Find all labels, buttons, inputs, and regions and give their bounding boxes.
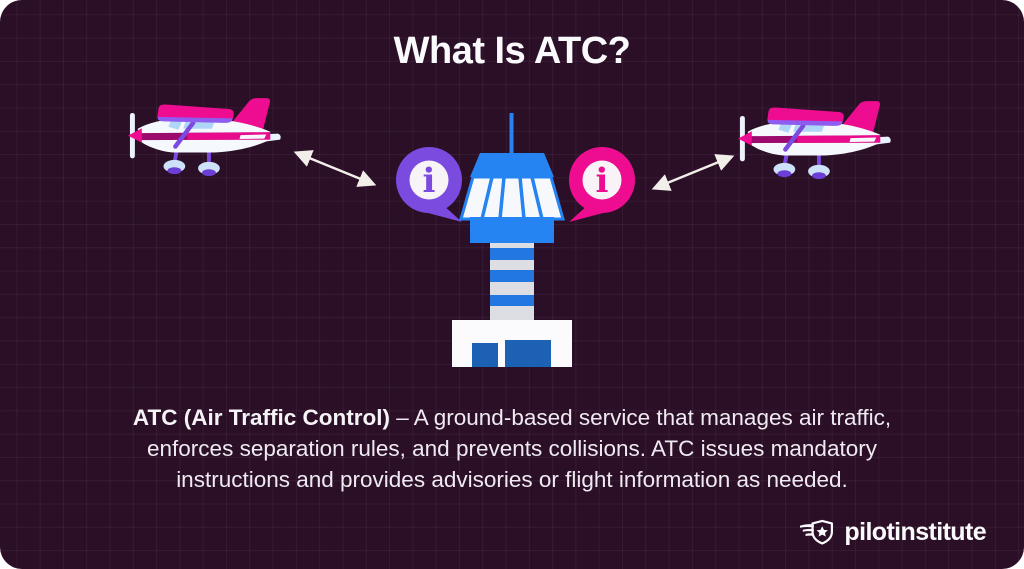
- info-icon: i: [409, 160, 449, 201]
- description-line1: – A ground-based service that manages ai…: [389, 405, 892, 430]
- pilot-institute-logo: pilotinstitute: [800, 518, 987, 547]
- left-airplane-icon: [127, 98, 281, 177]
- description-line2: enforces separation rules, and prevents …: [147, 436, 877, 461]
- description-text: ATC (Air Traffic Control) – A ground-bas…: [0, 402, 1024, 495]
- right-airplane-icon: [737, 101, 891, 180]
- right-info-bubble: i: [569, 147, 635, 222]
- page-title: What Is ATC?: [393, 30, 631, 72]
- left-double-arrow-icon: [293, 150, 377, 187]
- svg-text:i: i: [423, 161, 436, 201]
- winged-shield-star-icon: [800, 519, 834, 545]
- description-line3: instructions and provides advisories or …: [176, 467, 848, 492]
- svg-text:i: i: [596, 161, 609, 201]
- left-info-bubble: i: [396, 147, 462, 222]
- info-icon: i: [582, 160, 622, 201]
- description-bold-lead: ATC (Air Traffic Control): [132, 405, 390, 430]
- logo-text: pilotinstitute: [844, 518, 986, 546]
- right-double-arrow-icon: [651, 154, 735, 191]
- control-tower-icon: [452, 113, 572, 367]
